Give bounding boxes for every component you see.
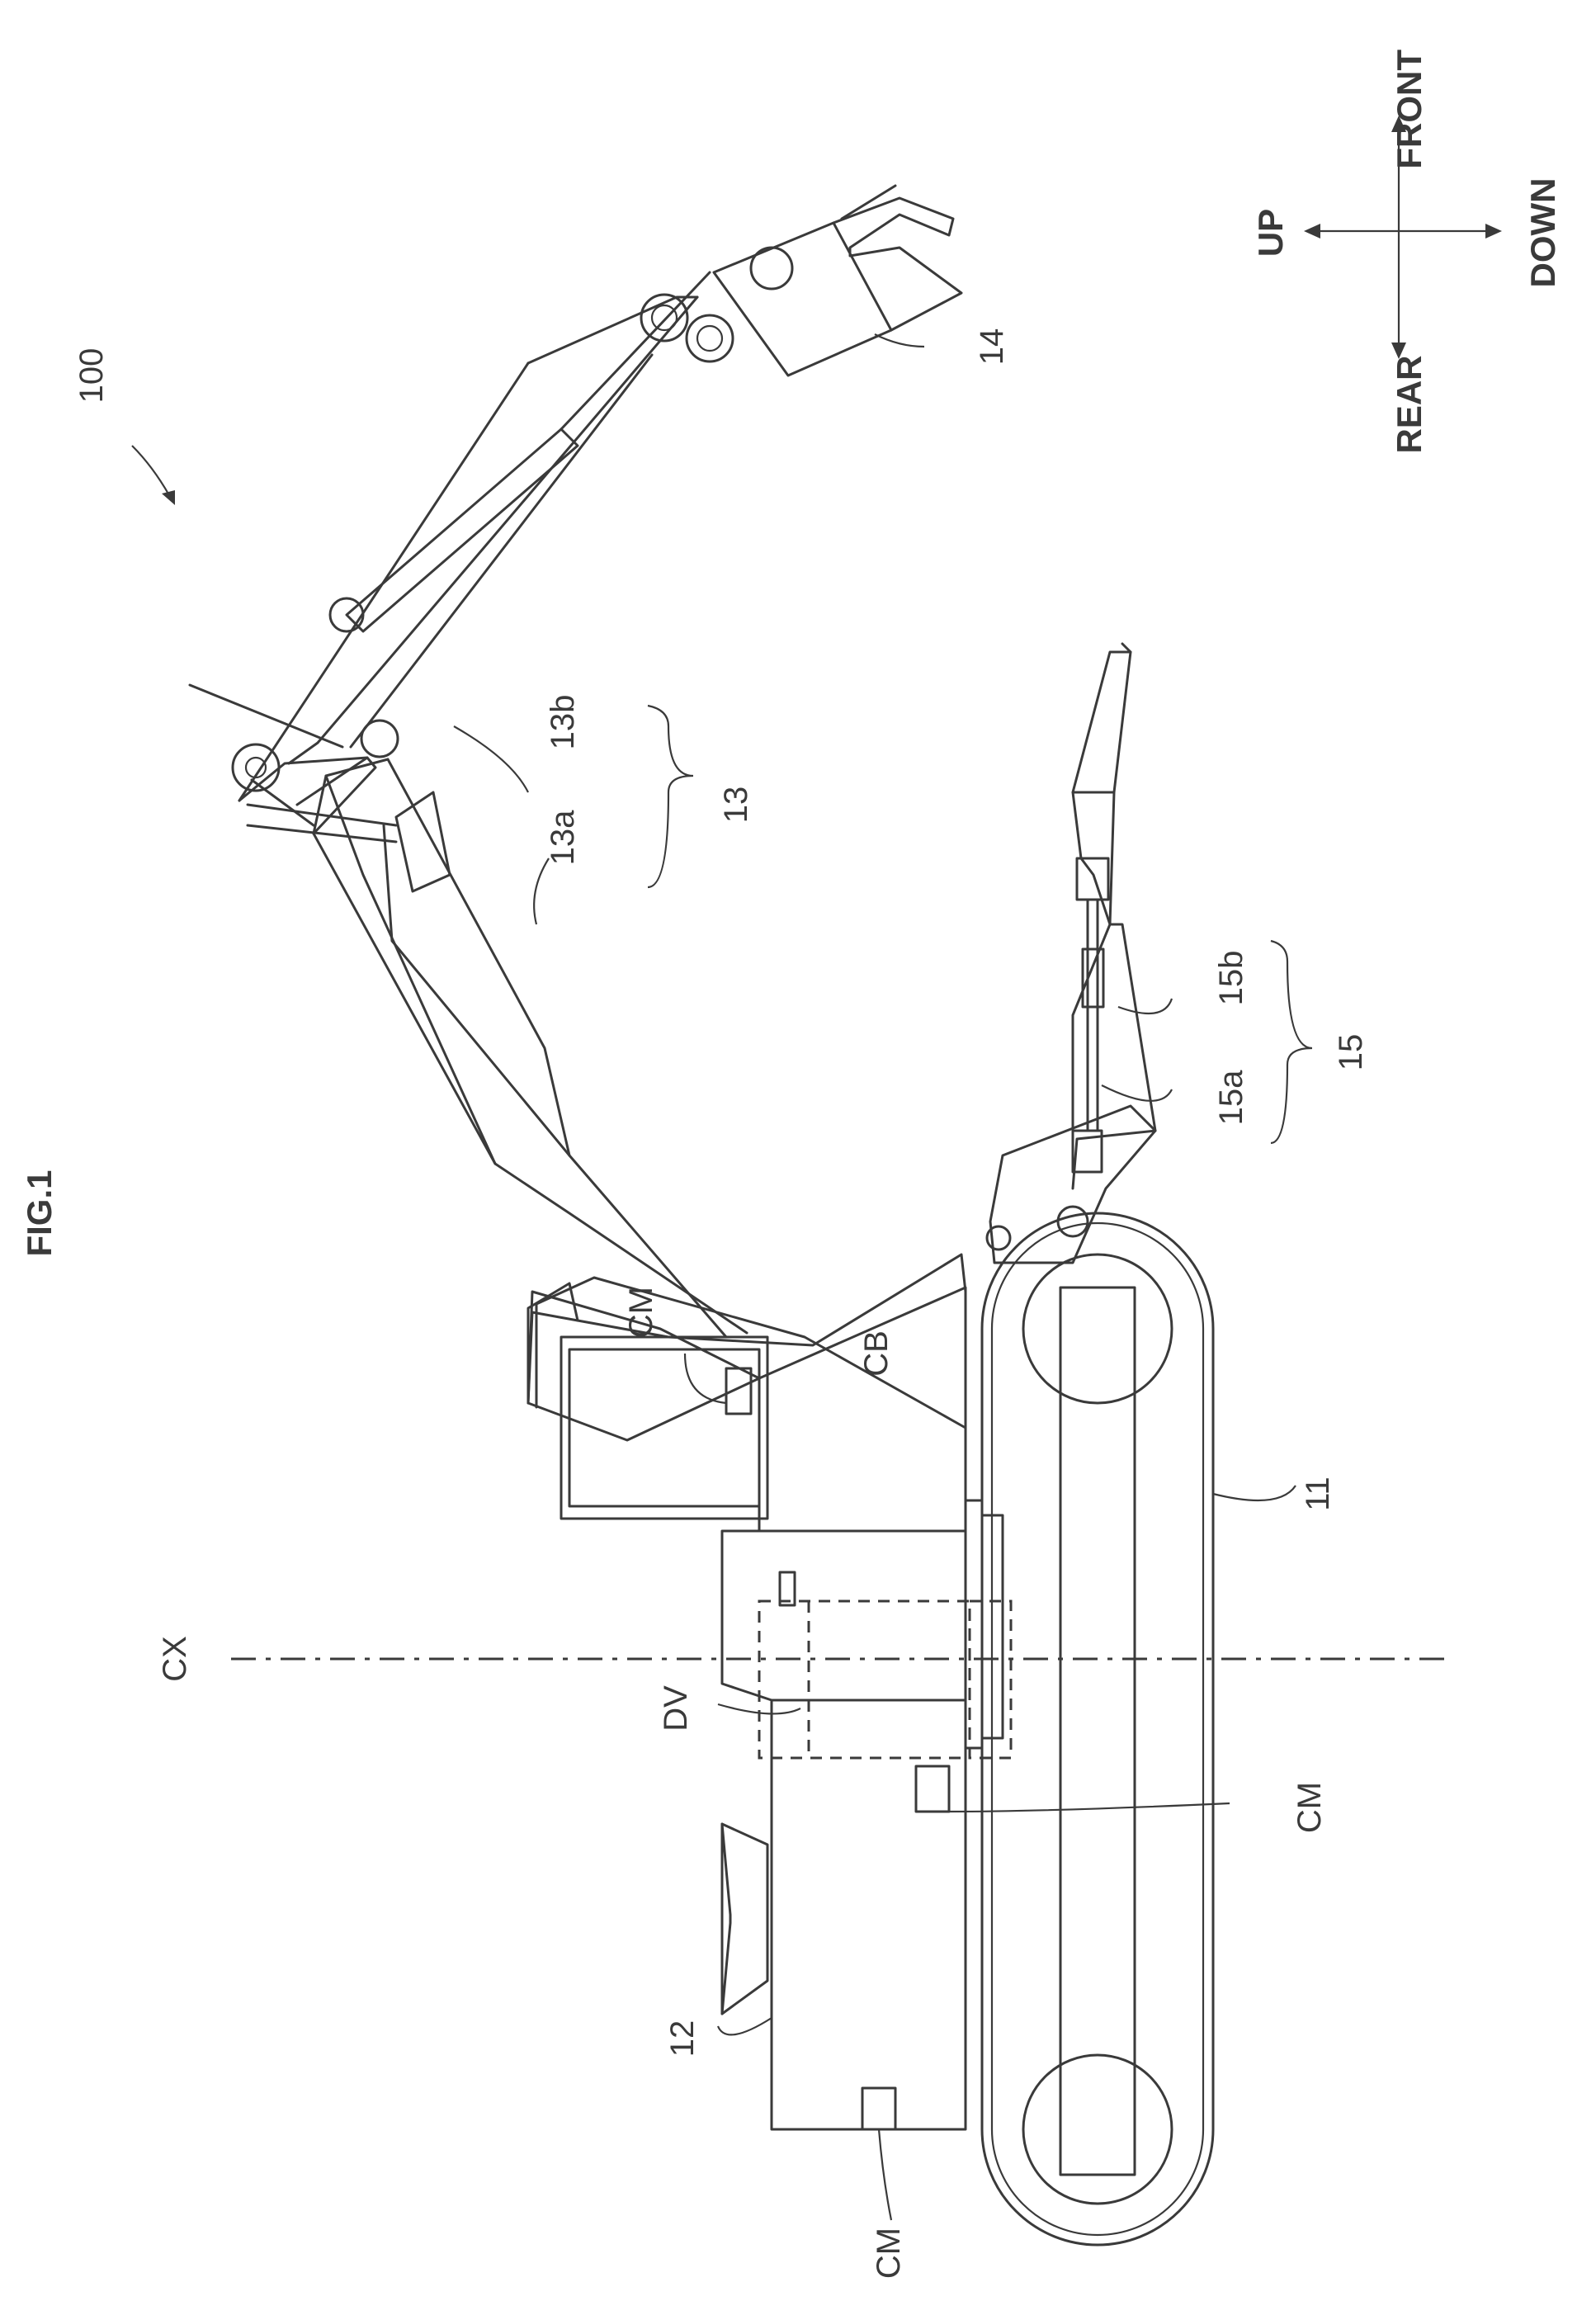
drive-unit [759,1601,1011,1758]
direction-up: UP [1251,209,1290,257]
direction-rear: REAR [1390,355,1428,453]
device-ref-label: 100 [73,348,110,404]
arrow-down-icon [1485,224,1502,239]
label-15: 15 [1333,1034,1369,1071]
label-cm-mid: CM [1291,1782,1328,1833]
label-13: 13 [718,787,754,824]
device-ref-leader [132,446,169,495]
leader-13a [534,858,549,924]
camera-mid [916,1766,949,1812]
label-12: 12 [664,2020,701,2058]
brace-15 [1271,941,1312,1143]
label-cm-top: CM [623,1287,659,1338]
label-11: 11 [1300,1477,1336,1511]
blade-assembly [987,644,1155,1263]
label-13b: 13b [545,695,581,750]
leader-15b [1118,999,1172,1013]
label-dv: DV [658,1685,694,1732]
label-cx: CX [157,1636,193,1682]
leader-12 [718,2018,772,2034]
reference-labels: 11 12 13a 13b 13 14 15a 15b 15 CB CX DV … [157,328,1369,2279]
direction-front: FRONT [1390,50,1428,169]
brace-13 [648,706,693,887]
crawler-track [982,1213,1213,2245]
leader-15a [1102,1085,1172,1101]
leader-13b [454,726,528,792]
cab [528,1254,966,1519]
leader-14 [875,334,924,347]
label-cm-bottom: CM [871,2228,907,2279]
label-15b: 15b [1213,951,1249,1006]
swivel-base [966,1500,1003,1748]
label-cb: CB [858,1330,895,1377]
direction-down: DOWN [1523,178,1562,288]
arrow-up-icon [1304,224,1320,239]
leader-11 [1213,1486,1296,1500]
label-14: 14 [974,328,1010,366]
arm-assembly [190,272,747,1337]
boom-cylinder [248,792,450,891]
device-reference: 100 [73,348,175,505]
camera-bottom [862,2088,895,2129]
figure-title: FIG.1 [20,1169,59,1256]
leader-dv [718,1704,800,1713]
label-15a: 15a [1213,1070,1249,1125]
direction-compass: FRONT REAR UP DOWN [1251,50,1562,454]
arrowhead-icon [162,490,175,505]
leader-cm-bottom [879,2129,891,2220]
label-13a: 13a [545,810,581,865]
